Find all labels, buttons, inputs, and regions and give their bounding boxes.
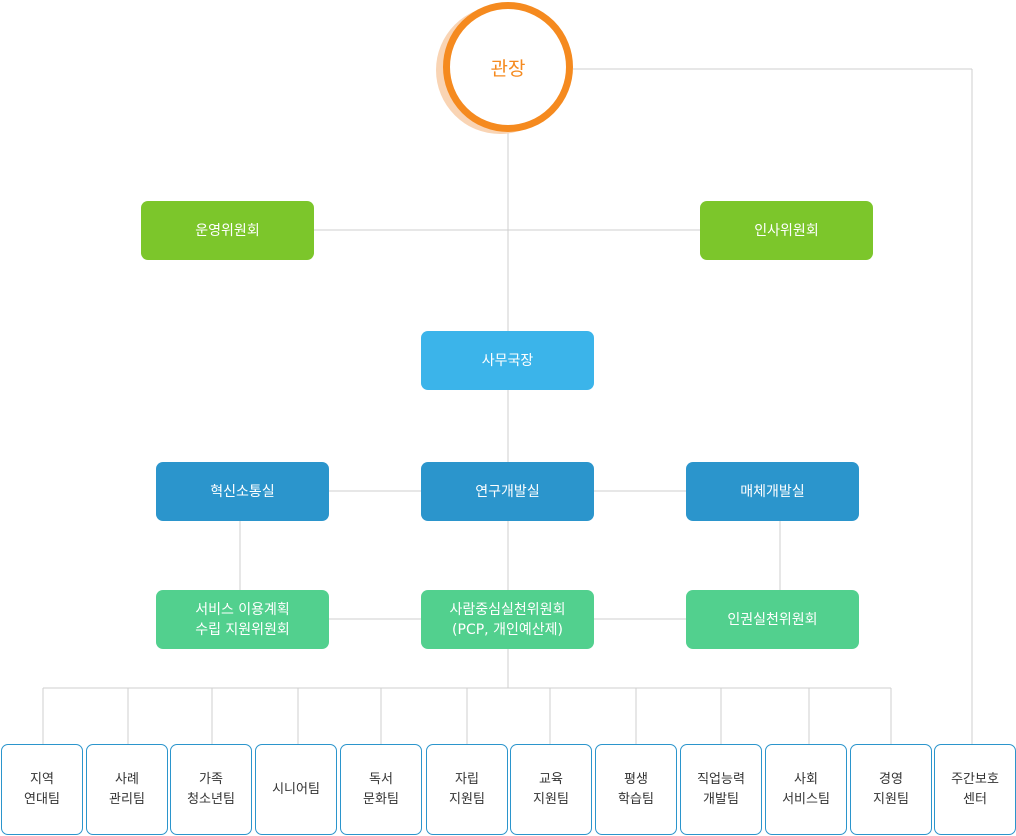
media-office-node[interactable]: 매체개발실	[686, 462, 859, 521]
secretary-general-label: 사무국장	[481, 352, 534, 369]
operations-committee-label: 운영위원회	[195, 222, 260, 239]
team-box[interactable]: 직업능력 개발팀	[680, 744, 762, 835]
pcp-committee-node[interactable]: 사람중심실천위원회 (PCP, 개인예산제)	[421, 590, 594, 649]
operations-committee-node[interactable]: 운영위원회	[141, 201, 314, 260]
director-node[interactable]: 관장	[443, 2, 573, 132]
secretary-general-node[interactable]: 사무국장	[421, 331, 594, 390]
personnel-committee-label: 인사위원회	[754, 222, 819, 239]
team-box[interactable]: 평생 학습팀	[595, 744, 677, 835]
media-office-label: 매체개발실	[740, 483, 805, 500]
human-rights-committee-node[interactable]: 인권실천위원회	[686, 590, 859, 649]
team-box[interactable]: 사례 관리팀	[86, 744, 168, 835]
personnel-committee-node[interactable]: 인사위원회	[700, 201, 873, 260]
service-plan-committee-label: 서비스 이용계획 수립 지원위원회	[195, 601, 290, 638]
director-label: 관장	[490, 57, 526, 80]
team-box[interactable]: 독서 문화팀	[340, 744, 422, 835]
innovation-office-node[interactable]: 혁신소통실	[156, 462, 329, 521]
team-box[interactable]: 자립 지원팀	[426, 744, 508, 835]
service-plan-committee-node[interactable]: 서비스 이용계획 수립 지원위원회	[156, 590, 329, 649]
team-box[interactable]: 지역 연대팀	[1, 744, 83, 835]
team-box[interactable]: 교육 지원팀	[510, 744, 592, 835]
innovation-office-label: 혁신소통실	[210, 483, 275, 500]
research-office-node[interactable]: 연구개발실	[421, 462, 594, 521]
team-box[interactable]: 가족 청소년팀	[170, 744, 252, 835]
pcp-committee-label: 사람중심실천위원회 (PCP, 개인예산제)	[449, 601, 566, 638]
team-box[interactable]: 경영 지원팀	[850, 744, 932, 835]
team-box[interactable]: 주간보호 센터	[934, 744, 1016, 835]
research-office-label: 연구개발실	[475, 483, 540, 500]
team-box[interactable]: 시니어팀	[255, 744, 337, 835]
team-box[interactable]: 사회 서비스팀	[765, 744, 847, 835]
human-rights-committee-label: 인권실천위원회	[727, 611, 818, 628]
